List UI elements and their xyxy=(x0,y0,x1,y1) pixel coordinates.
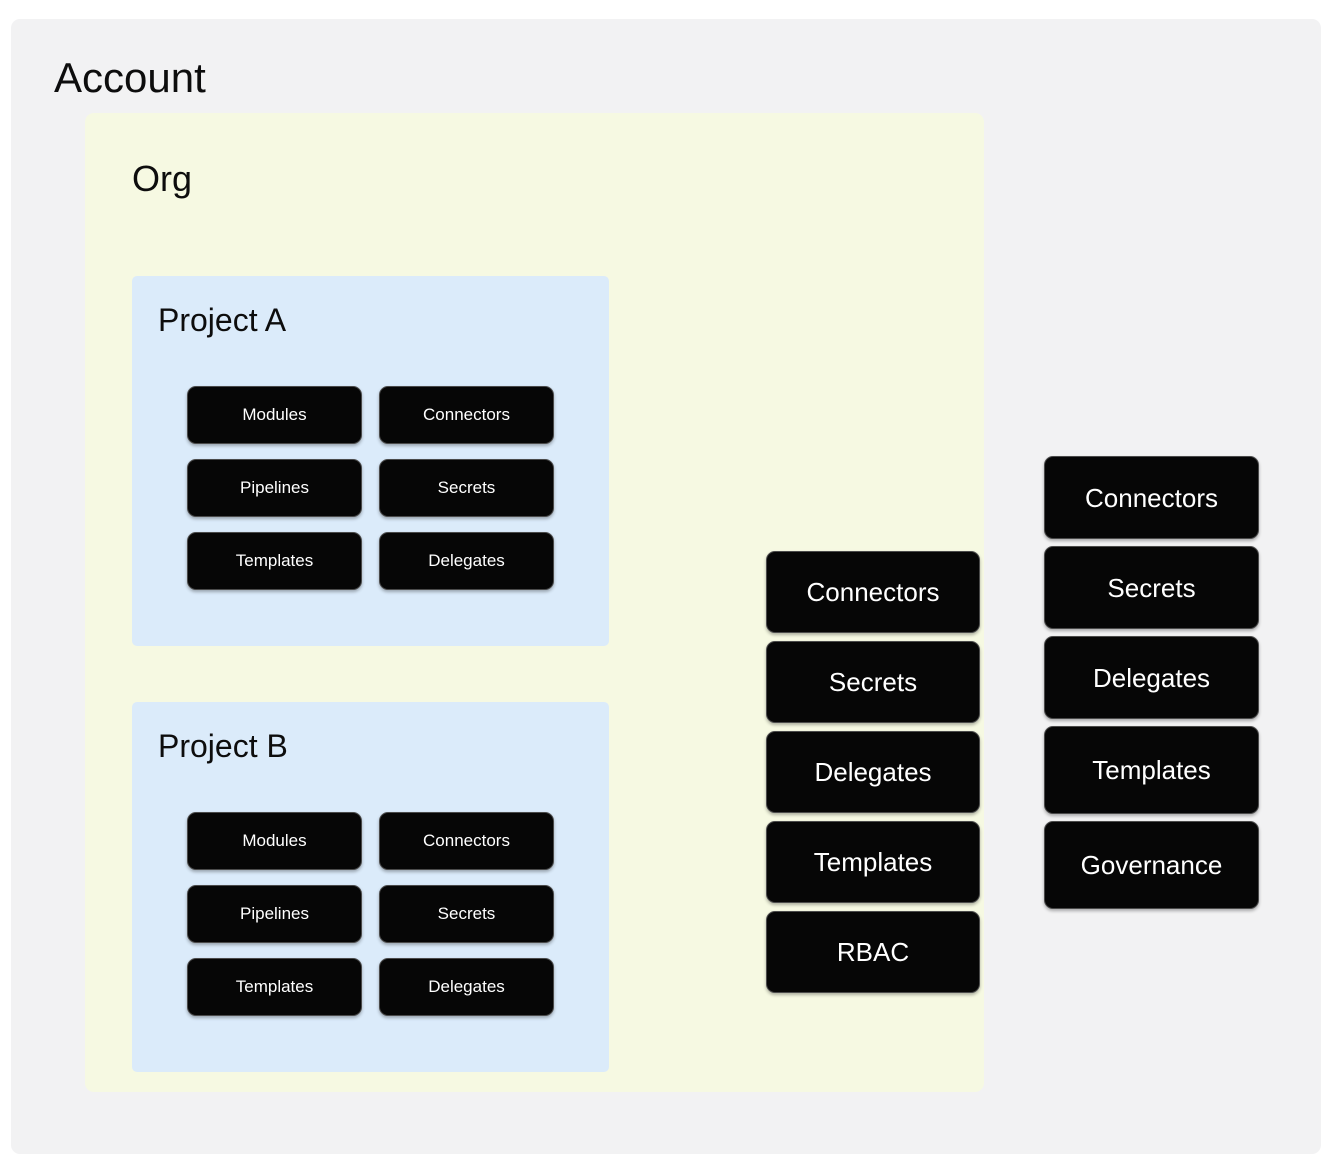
project-b-title: Project B xyxy=(158,728,288,764)
project-a-title: Project A xyxy=(158,302,287,338)
project-b-resource-secrets[interactable]: Secrets xyxy=(379,885,554,943)
project-a-resource-connectors[interactable]: Connectors xyxy=(379,386,554,444)
org-resource-connectors[interactable]: Connectors xyxy=(766,551,980,633)
project-b-resource-pipelines[interactable]: Pipelines xyxy=(187,885,362,943)
project-a-panel: Project A Modules Connectors Pipelines S… xyxy=(132,276,609,646)
org-resource-delegates[interactable]: Delegates xyxy=(766,731,980,813)
project-a-resource-grid: Modules Connectors Pipelines Secrets Tem… xyxy=(187,386,554,590)
project-b-resource-grid: Modules Connectors Pipelines Secrets Tem… xyxy=(187,812,554,1016)
account-scope-panel: Account Org Project A Modules Connectors… xyxy=(11,19,1321,1154)
org-resource-rbac[interactable]: RBAC xyxy=(766,911,980,993)
account-resource-delegates[interactable]: Delegates xyxy=(1044,636,1259,719)
project-b-panel: Project B Modules Connectors Pipelines S… xyxy=(132,702,609,1072)
project-a-resource-pipelines[interactable]: Pipelines xyxy=(187,459,362,517)
org-scope-panel: Org Project A Modules Connectors Pipelin… xyxy=(85,113,984,1092)
account-resource-stack: Connectors Secrets Delegates Templates G… xyxy=(1044,456,1259,909)
project-a-resource-delegates[interactable]: Delegates xyxy=(379,532,554,590)
org-scope-title: Org xyxy=(132,158,193,199)
org-resource-templates[interactable]: Templates xyxy=(766,821,980,903)
account-resource-secrets[interactable]: Secrets xyxy=(1044,546,1259,629)
account-resource-governance[interactable]: Governance xyxy=(1044,821,1259,909)
project-b-resource-connectors[interactable]: Connectors xyxy=(379,812,554,870)
org-resource-stack: Connectors Secrets Delegates Templates R… xyxy=(766,551,980,993)
account-scope-title: Account xyxy=(54,54,206,101)
account-resource-connectors[interactable]: Connectors xyxy=(1044,456,1259,539)
org-resource-secrets[interactable]: Secrets xyxy=(766,641,980,723)
account-resource-templates[interactable]: Templates xyxy=(1044,726,1259,814)
project-b-resource-delegates[interactable]: Delegates xyxy=(379,958,554,1016)
project-b-resource-templates[interactable]: Templates xyxy=(187,958,362,1016)
project-a-resource-templates[interactable]: Templates xyxy=(187,532,362,590)
project-b-resource-modules[interactable]: Modules xyxy=(187,812,362,870)
project-a-resource-modules[interactable]: Modules xyxy=(187,386,362,444)
project-a-resource-secrets[interactable]: Secrets xyxy=(379,459,554,517)
